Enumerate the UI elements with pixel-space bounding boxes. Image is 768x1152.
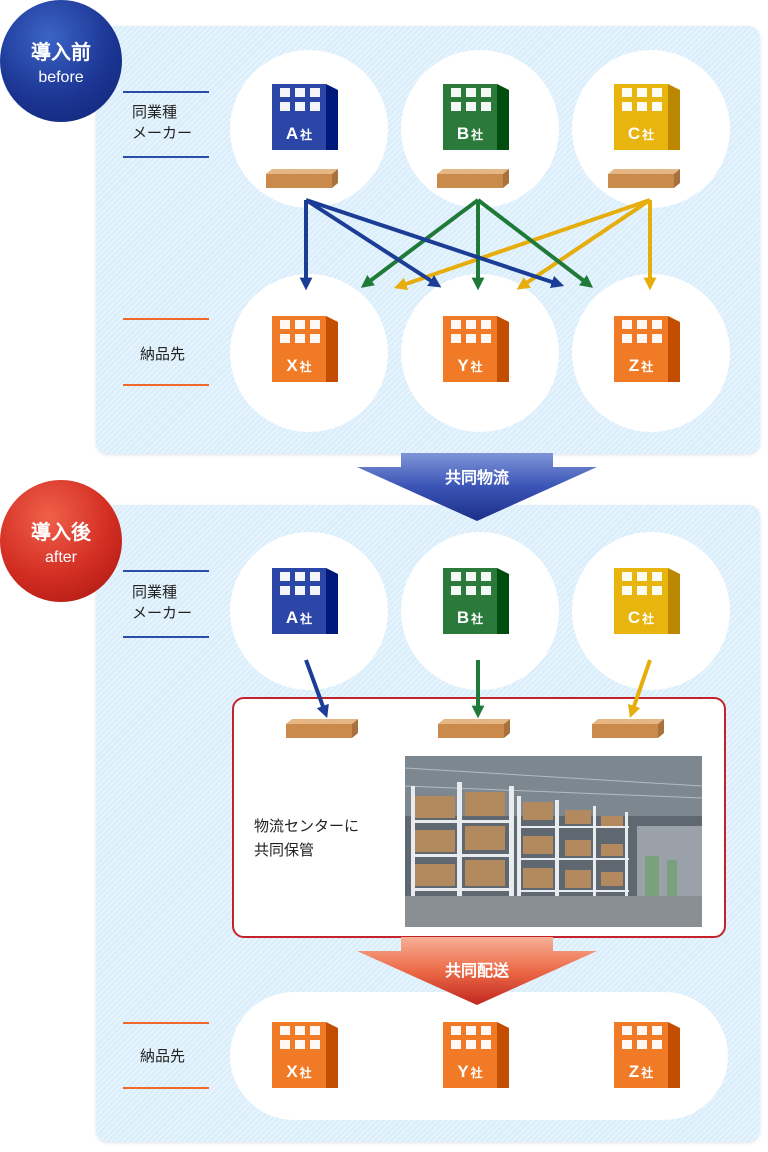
warehouse-photo bbox=[405, 756, 702, 927]
after-maker-top-line bbox=[123, 570, 209, 572]
building-icon bbox=[272, 84, 338, 150]
cardboard-boxes-icon bbox=[437, 169, 509, 188]
building-suffix: 社 bbox=[300, 612, 313, 626]
after-customer-bottom-line bbox=[123, 1087, 209, 1089]
building-icon bbox=[443, 316, 509, 382]
building-suffix: 社 bbox=[299, 1066, 312, 1080]
building-suffix: 社 bbox=[471, 128, 484, 142]
after-maker-bottom-line bbox=[123, 636, 209, 638]
maker-bottom-line bbox=[123, 156, 209, 158]
building-icon bbox=[272, 568, 338, 634]
logistics-banner-arrow bbox=[357, 453, 597, 521]
arrow-a-to-z bbox=[305, 198, 565, 289]
building-suffix: 社 bbox=[641, 360, 654, 374]
arrow-b-to-x bbox=[360, 198, 480, 288]
after-arrow-a bbox=[304, 659, 329, 719]
building-suffix: 社 bbox=[642, 612, 655, 626]
customer-row-label: 納品先 bbox=[140, 345, 186, 363]
before-badge: 導入前 before bbox=[0, 0, 122, 122]
building-letter: X bbox=[286, 1062, 298, 1081]
maker-c-boxes bbox=[606, 168, 686, 190]
customer-bottom-line bbox=[123, 384, 209, 386]
arrow-c-to-y bbox=[516, 198, 652, 290]
building-letter: A bbox=[285, 124, 299, 143]
building-icon bbox=[443, 84, 509, 150]
logistics-banner-text: 共同物流 bbox=[444, 468, 509, 487]
building-icon bbox=[272, 1022, 338, 1088]
center-boxes-b bbox=[436, 718, 516, 740]
center-boxes-a bbox=[284, 718, 364, 740]
building-letter: A bbox=[285, 608, 299, 627]
building-letter: B bbox=[456, 124, 470, 143]
building-letter: Z bbox=[628, 356, 640, 375]
logistics-center-text: 物流センターに 共同保管 bbox=[254, 817, 360, 859]
arrow-a-to-y bbox=[304, 198, 442, 288]
building-suffix: 社 bbox=[642, 128, 655, 142]
building-letter: Y bbox=[457, 1062, 469, 1081]
building-suffix: 社 bbox=[470, 1066, 483, 1080]
after-maker-row-label: 同業種 メーカー bbox=[132, 583, 193, 622]
after-customer-row-label: 納品先 bbox=[140, 1047, 186, 1065]
maker-a-boxes bbox=[264, 168, 344, 190]
building-suffix: 社 bbox=[299, 360, 312, 374]
building-icon bbox=[272, 316, 338, 382]
building-letter: Y bbox=[457, 356, 469, 375]
after-badge-sub: after bbox=[44, 549, 77, 566]
building-suffix: 社 bbox=[641, 1066, 654, 1080]
delivery-banner-text: 共同配送 bbox=[444, 961, 509, 980]
building-icon bbox=[443, 1022, 509, 1088]
maker-top-line bbox=[123, 91, 209, 93]
building-letter: B bbox=[456, 608, 470, 627]
building-icon bbox=[614, 84, 680, 150]
arrow-c-to-x bbox=[393, 198, 651, 290]
cardboard-boxes-icon bbox=[438, 719, 510, 738]
building-icon bbox=[614, 1022, 680, 1088]
after-customer-top-line bbox=[123, 1022, 209, 1024]
before-badge-title: 導入前 bbox=[31, 40, 91, 64]
center-boxes-c bbox=[590, 718, 670, 740]
building-suffix: 社 bbox=[300, 128, 313, 142]
maker-b-boxes bbox=[435, 168, 515, 190]
building-letter: X bbox=[286, 356, 298, 375]
after-badge-title: 導入後 bbox=[31, 520, 91, 544]
building-suffix: 社 bbox=[470, 360, 483, 374]
customer-top-line bbox=[123, 318, 209, 320]
after-badge: 導入後 after bbox=[0, 480, 122, 602]
cardboard-boxes-icon bbox=[286, 719, 358, 738]
building-letter: C bbox=[627, 124, 641, 143]
cardboard-boxes-icon bbox=[266, 169, 338, 188]
cardboard-boxes-icon bbox=[592, 719, 664, 738]
building-icon bbox=[614, 316, 680, 382]
arrow-b-to-z bbox=[476, 198, 594, 288]
cardboard-boxes-icon bbox=[608, 169, 680, 188]
building-letter: Z bbox=[628, 1062, 640, 1081]
after-arrow-c bbox=[628, 659, 652, 719]
building-suffix: 社 bbox=[471, 612, 484, 626]
before-badge-sub: before bbox=[38, 69, 84, 86]
maker-row-label: 同業種 メーカー bbox=[132, 103, 193, 142]
building-icon bbox=[443, 568, 509, 634]
delivery-banner-arrow bbox=[357, 937, 597, 1005]
building-letter: C bbox=[627, 608, 641, 627]
building-icon bbox=[614, 568, 680, 634]
